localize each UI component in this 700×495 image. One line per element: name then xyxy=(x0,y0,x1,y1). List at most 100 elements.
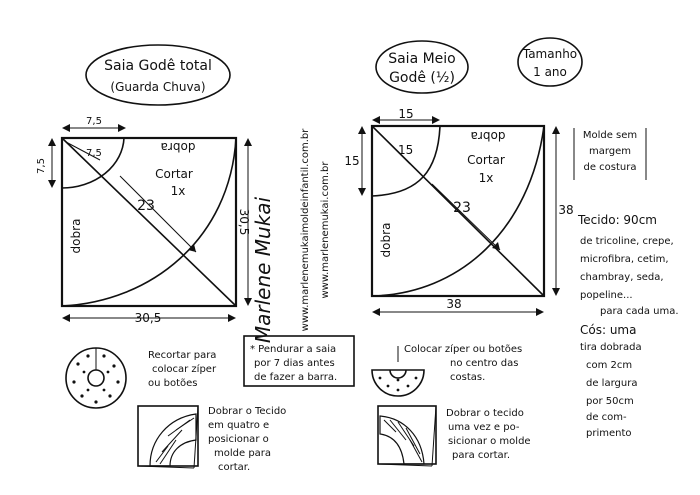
tecido-line3: microfibra, cetim, xyxy=(580,254,669,265)
website-url-1: www.marlenemukaimoldeinfantil.com.br xyxy=(300,128,311,332)
left-fold-left-label: dobra xyxy=(69,219,83,254)
right-pattern-square xyxy=(370,124,546,298)
left-instr1-line3: ou botões xyxy=(148,378,198,389)
right-diag-arrow xyxy=(431,183,501,251)
right-instr1-line2: no centro das xyxy=(450,358,518,369)
left-top-dim-label: 7,5 xyxy=(86,116,102,127)
left-skirt-pattern: Saia Godê total (Guarda Chuva) 7,5 7,5 7… xyxy=(36,44,286,473)
right-hem-arc xyxy=(371,125,545,297)
left-title-line2: (Guarda Chuva) xyxy=(110,80,205,94)
right-side-dim-arrow-b xyxy=(358,188,366,196)
size-line2: 1 ano xyxy=(533,65,567,79)
left-waist-arc xyxy=(61,137,125,189)
left-title-oval xyxy=(85,44,231,106)
left-instr2-line5: cortar. xyxy=(218,462,250,473)
left-right-dim-arrow-b xyxy=(244,298,252,306)
left-title-line1: Saia Godê total xyxy=(104,58,212,74)
right-skirt-pattern: Saia Meio Godê (½) Tamanho 1 ano 15 15 1… xyxy=(344,37,583,467)
right-folded-fabric-icon xyxy=(377,405,437,467)
right-top-dim-label: 15 xyxy=(398,107,413,121)
right-half-circle-icon xyxy=(371,346,425,397)
right-right-dim-label: 38 xyxy=(558,203,573,217)
left-instr2-line3: posicionar o xyxy=(208,434,269,445)
left-bottom-dim-arrow-l xyxy=(62,314,70,322)
left-bottom-dim-label: 30,5 xyxy=(135,311,162,325)
left-instr2-line4: molde para xyxy=(214,448,271,459)
right-title-line1: Saia Meio xyxy=(388,51,456,67)
left-side-dim-label: 7,5 xyxy=(36,158,47,174)
right-side-dim-arrow-t xyxy=(358,126,366,134)
cos-line7: primento xyxy=(586,428,632,439)
right-notes: Molde sem margem de costura Tecido: 90cm… xyxy=(573,128,679,439)
tecido-line5: popeline... xyxy=(580,290,633,301)
right-instr1-line3: costas. xyxy=(450,372,485,383)
right-diag-label: 23 xyxy=(453,200,471,216)
left-radius-arrow xyxy=(65,141,101,161)
left-hem-arc xyxy=(61,137,237,307)
right-bottom-dim-label: 38 xyxy=(446,297,461,311)
right-top-dim-arrow-l xyxy=(372,116,380,124)
cos-line2: tira dobrada xyxy=(580,342,642,353)
mold-note-line1: Molde sem xyxy=(583,130,637,141)
left-diag-arrow xyxy=(119,175,197,253)
cos-line6: de com- xyxy=(586,412,627,423)
left-top-dim-arrow-l xyxy=(62,124,70,132)
left-pattern-square xyxy=(60,136,238,308)
note-line1: * Pendurar a saia xyxy=(250,344,336,355)
left-instr2-line1: Dobrar o Tecido xyxy=(208,406,286,417)
right-cut-label-2: 1x xyxy=(479,171,494,185)
left-folded-fabric-icon xyxy=(137,405,199,469)
right-instr2-line3: sicionar o molde xyxy=(448,436,531,447)
right-title-line2: Godê (½) xyxy=(389,70,455,86)
left-right-dim-label: 30,5 xyxy=(237,209,251,236)
center-column: Marlene Mukai www.marlenemukaimoldeinfan… xyxy=(243,128,355,387)
right-bottom-dim-arrow-l xyxy=(372,308,380,316)
right-bottom-dim-arrow-r xyxy=(536,308,544,316)
right-top-dim-arrow-r xyxy=(432,116,440,124)
cos-line1: Cós: uma xyxy=(580,323,636,337)
size-line1: Tamanho xyxy=(522,47,577,61)
left-right-dim-arrow-t xyxy=(244,138,252,146)
right-radius-arrow xyxy=(375,129,411,165)
left-radius-label: 7,5 xyxy=(86,148,102,159)
right-title-oval xyxy=(375,40,469,94)
right-radius-label: 15 xyxy=(398,143,413,157)
right-instr1-line1: Colocar zíper ou botões xyxy=(404,343,522,355)
right-side-dim-label: 15 xyxy=(344,154,359,168)
left-fold-top-label: dobra xyxy=(161,140,196,154)
note-box xyxy=(243,335,355,387)
left-bottom-dim-arrow-r xyxy=(228,314,236,322)
tecido-line6: para cada uma. xyxy=(600,306,679,317)
left-cut-label-2: 1x xyxy=(171,184,186,198)
right-cut-label-1: Cortar xyxy=(467,153,505,167)
right-instr2-line2: uma vez e po- xyxy=(448,422,520,433)
cos-line5: por 50cm xyxy=(586,396,634,407)
left-diag-label: 23 xyxy=(137,198,155,214)
note-line3: de fazer a barra. xyxy=(254,372,337,383)
left-cut-label-1: Cortar xyxy=(155,167,193,181)
left-instr1-line1: Recortar para xyxy=(148,350,216,361)
left-instr1-line2: colocar zíper xyxy=(152,363,217,375)
right-instr2-line1: Dobrar o tecido xyxy=(446,408,524,419)
right-right-dim-arrow-t xyxy=(552,126,560,134)
cos-line4: de largura xyxy=(586,378,637,389)
left-circle-skirt-icon xyxy=(65,347,127,409)
cos-line3: com 2cm xyxy=(586,360,632,371)
size-oval xyxy=(517,37,583,87)
left-top-dim-arrow-r xyxy=(118,124,126,132)
left-diagonal-line xyxy=(61,137,237,307)
right-instr2-line4: para cortar. xyxy=(452,450,510,461)
tecido-line4: chambray, seda, xyxy=(580,272,664,283)
tecido-line2: de tricoline, crepe, xyxy=(580,236,674,247)
left-side-dim-arrow-t xyxy=(48,138,56,146)
left-diag-arrowhead xyxy=(188,244,196,252)
right-fold-left-label: dobra xyxy=(379,223,393,258)
mold-note-line2: margem xyxy=(589,146,631,157)
right-fold-top-label: dobra xyxy=(471,129,506,143)
tecido-line1: Tecido: 90cm xyxy=(577,213,657,227)
left-instr2-line2: em quatro e xyxy=(208,420,269,431)
left-side-dim-arrow-b xyxy=(48,180,56,188)
right-right-dim-arrow-b xyxy=(552,288,560,296)
note-line2: por 7 dias antes xyxy=(254,358,335,369)
